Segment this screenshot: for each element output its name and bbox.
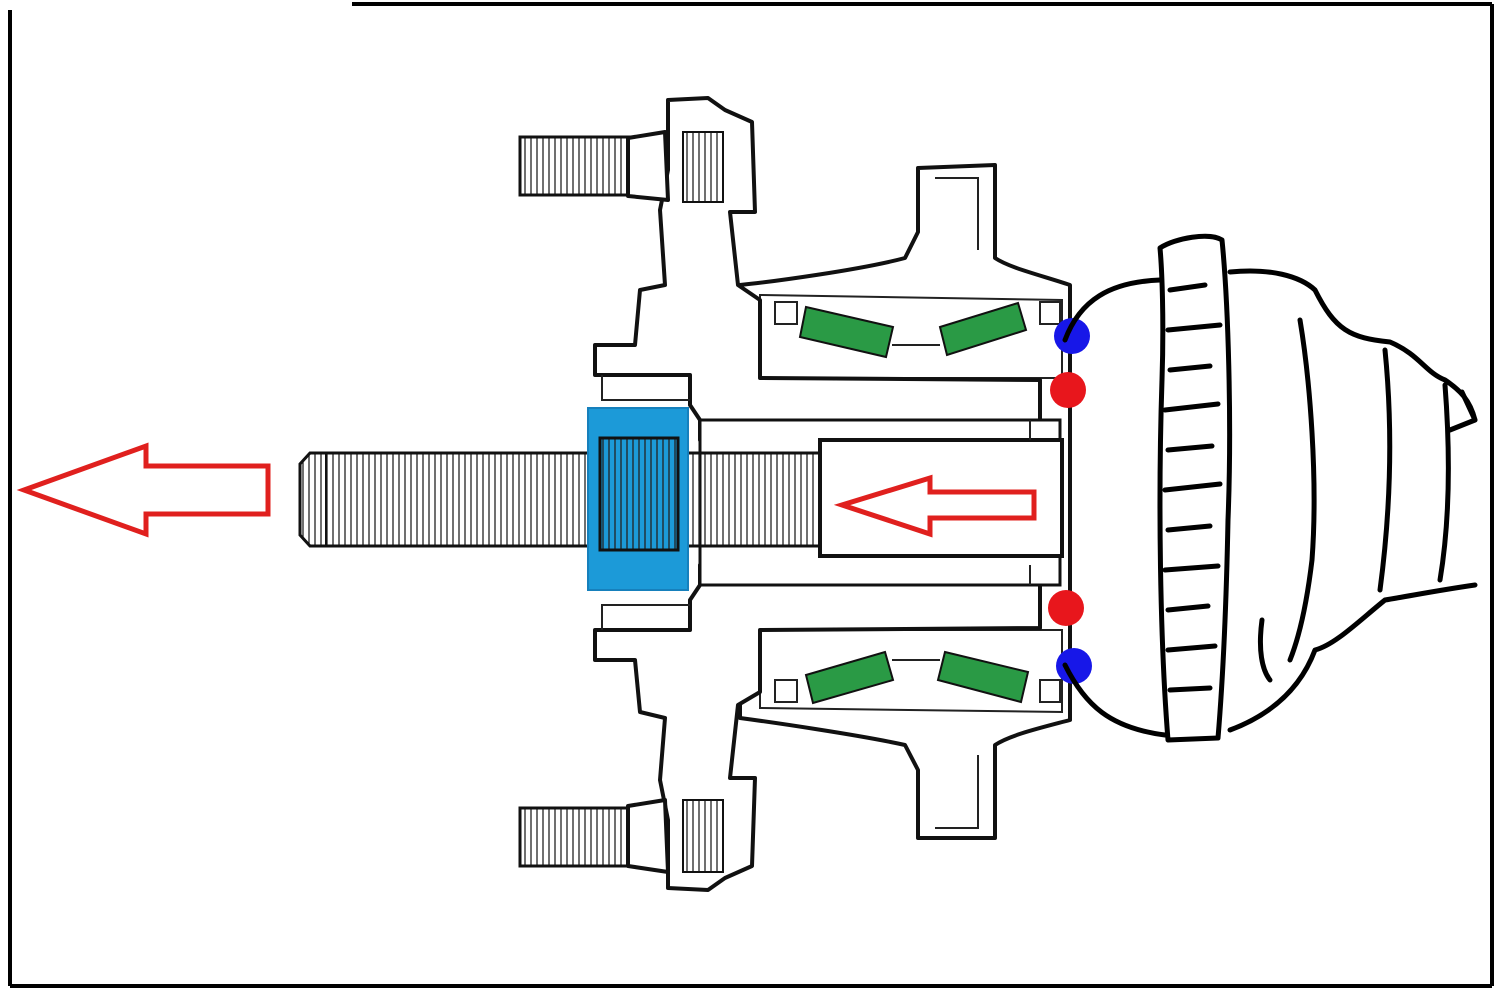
roller-upper-right [938, 301, 1028, 357]
red-dot-icon [1048, 590, 1084, 626]
blue-dot-icon [1054, 318, 1090, 354]
roller-upper-left [798, 305, 895, 359]
contact-points [1048, 318, 1092, 684]
wheel-stud-top [518, 130, 724, 203]
axle-push-arrow [833, 474, 1037, 538]
diagram-frame [8, 2, 1494, 988]
wheel-stud-bottom [518, 798, 724, 874]
roller-lower-left [804, 650, 895, 705]
tapered-rollers [798, 301, 1030, 705]
red-dot-icon [1050, 372, 1086, 408]
puller-screw [298, 451, 822, 548]
puller-plate [587, 407, 689, 591]
blue-dot-icon [1056, 648, 1092, 684]
pull-direction-arrow [16, 442, 271, 538]
roller-lower-right [936, 650, 1030, 704]
cv-joint-boot [1062, 233, 1478, 743]
